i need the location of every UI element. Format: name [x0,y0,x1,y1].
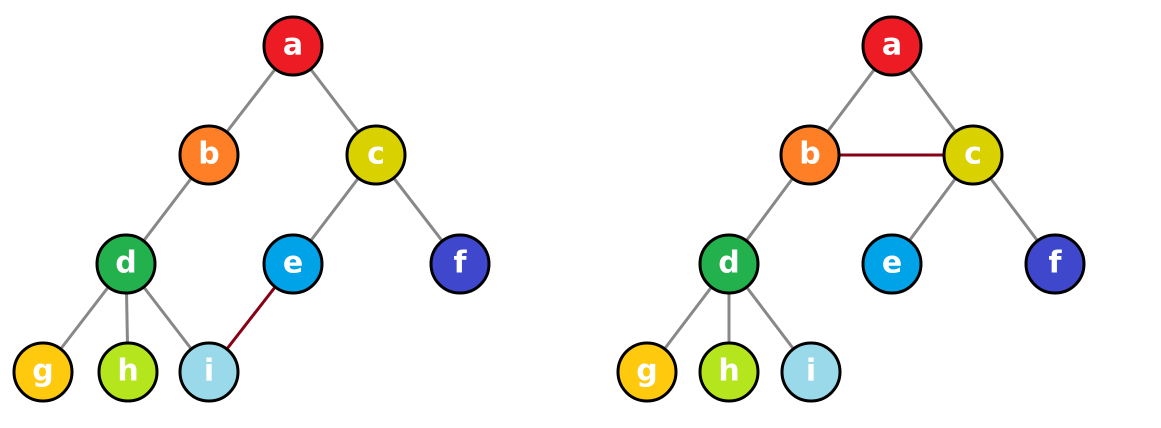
node-label: a [283,28,303,63]
node-circle [345,124,407,186]
node-circle [1024,233,1086,295]
node-f: f [429,233,491,295]
node-label: h [117,354,138,389]
node-circle [861,233,923,295]
node-b: b [779,124,841,186]
node-circle [780,341,842,403]
node-label: c [964,137,982,172]
node-label: g [32,354,53,389]
node-circle [779,124,841,186]
node-circle [178,341,240,403]
nodes: a b c d e f g h i [12,15,491,403]
node-label: f [453,246,467,281]
node-circle [698,233,760,295]
node-circle [698,341,760,403]
node-e: e [262,233,324,295]
node-e: e [861,233,923,295]
node-h: h [698,341,760,403]
node-d: d [95,233,157,295]
node-f: f [1024,233,1086,295]
node-label: d [115,246,136,281]
node-label: c [367,137,385,172]
left-tree-diagram: a b c d e f g h i [12,15,491,403]
node-label: i [204,354,214,389]
node-circle [95,233,157,295]
node-label: a [882,28,902,63]
node-c: c [345,124,407,186]
node-circle [861,15,923,77]
right-tree-diagram: a b c d e f g h i [616,15,1086,403]
node-i: i [780,341,842,403]
node-label: b [799,137,820,172]
node-circle [616,341,678,403]
node-circle [262,233,324,295]
node-a: a [262,15,324,77]
node-a: a [861,15,923,77]
node-b: b [178,124,240,186]
node-label: b [198,137,219,172]
node-label: e [283,246,303,281]
edges [645,45,1057,373]
node-label: f [1048,246,1062,281]
node-circle [942,124,1004,186]
node-label: e [882,246,902,281]
node-label: d [718,246,739,281]
nodes: a b c d e f g h i [616,15,1086,403]
node-label: h [718,354,739,389]
node-c: c [942,124,1004,186]
node-label: i [806,354,816,389]
node-g: g [12,341,74,403]
node-g: g [616,341,678,403]
edges [41,45,462,373]
node-circle [262,15,324,77]
node-h: h [97,341,159,403]
node-circle [97,341,159,403]
node-i: i [178,341,240,403]
node-d: d [698,233,760,295]
node-circle [429,233,491,295]
node-circle [178,124,240,186]
node-circle [12,341,74,403]
node-label: g [636,354,657,389]
